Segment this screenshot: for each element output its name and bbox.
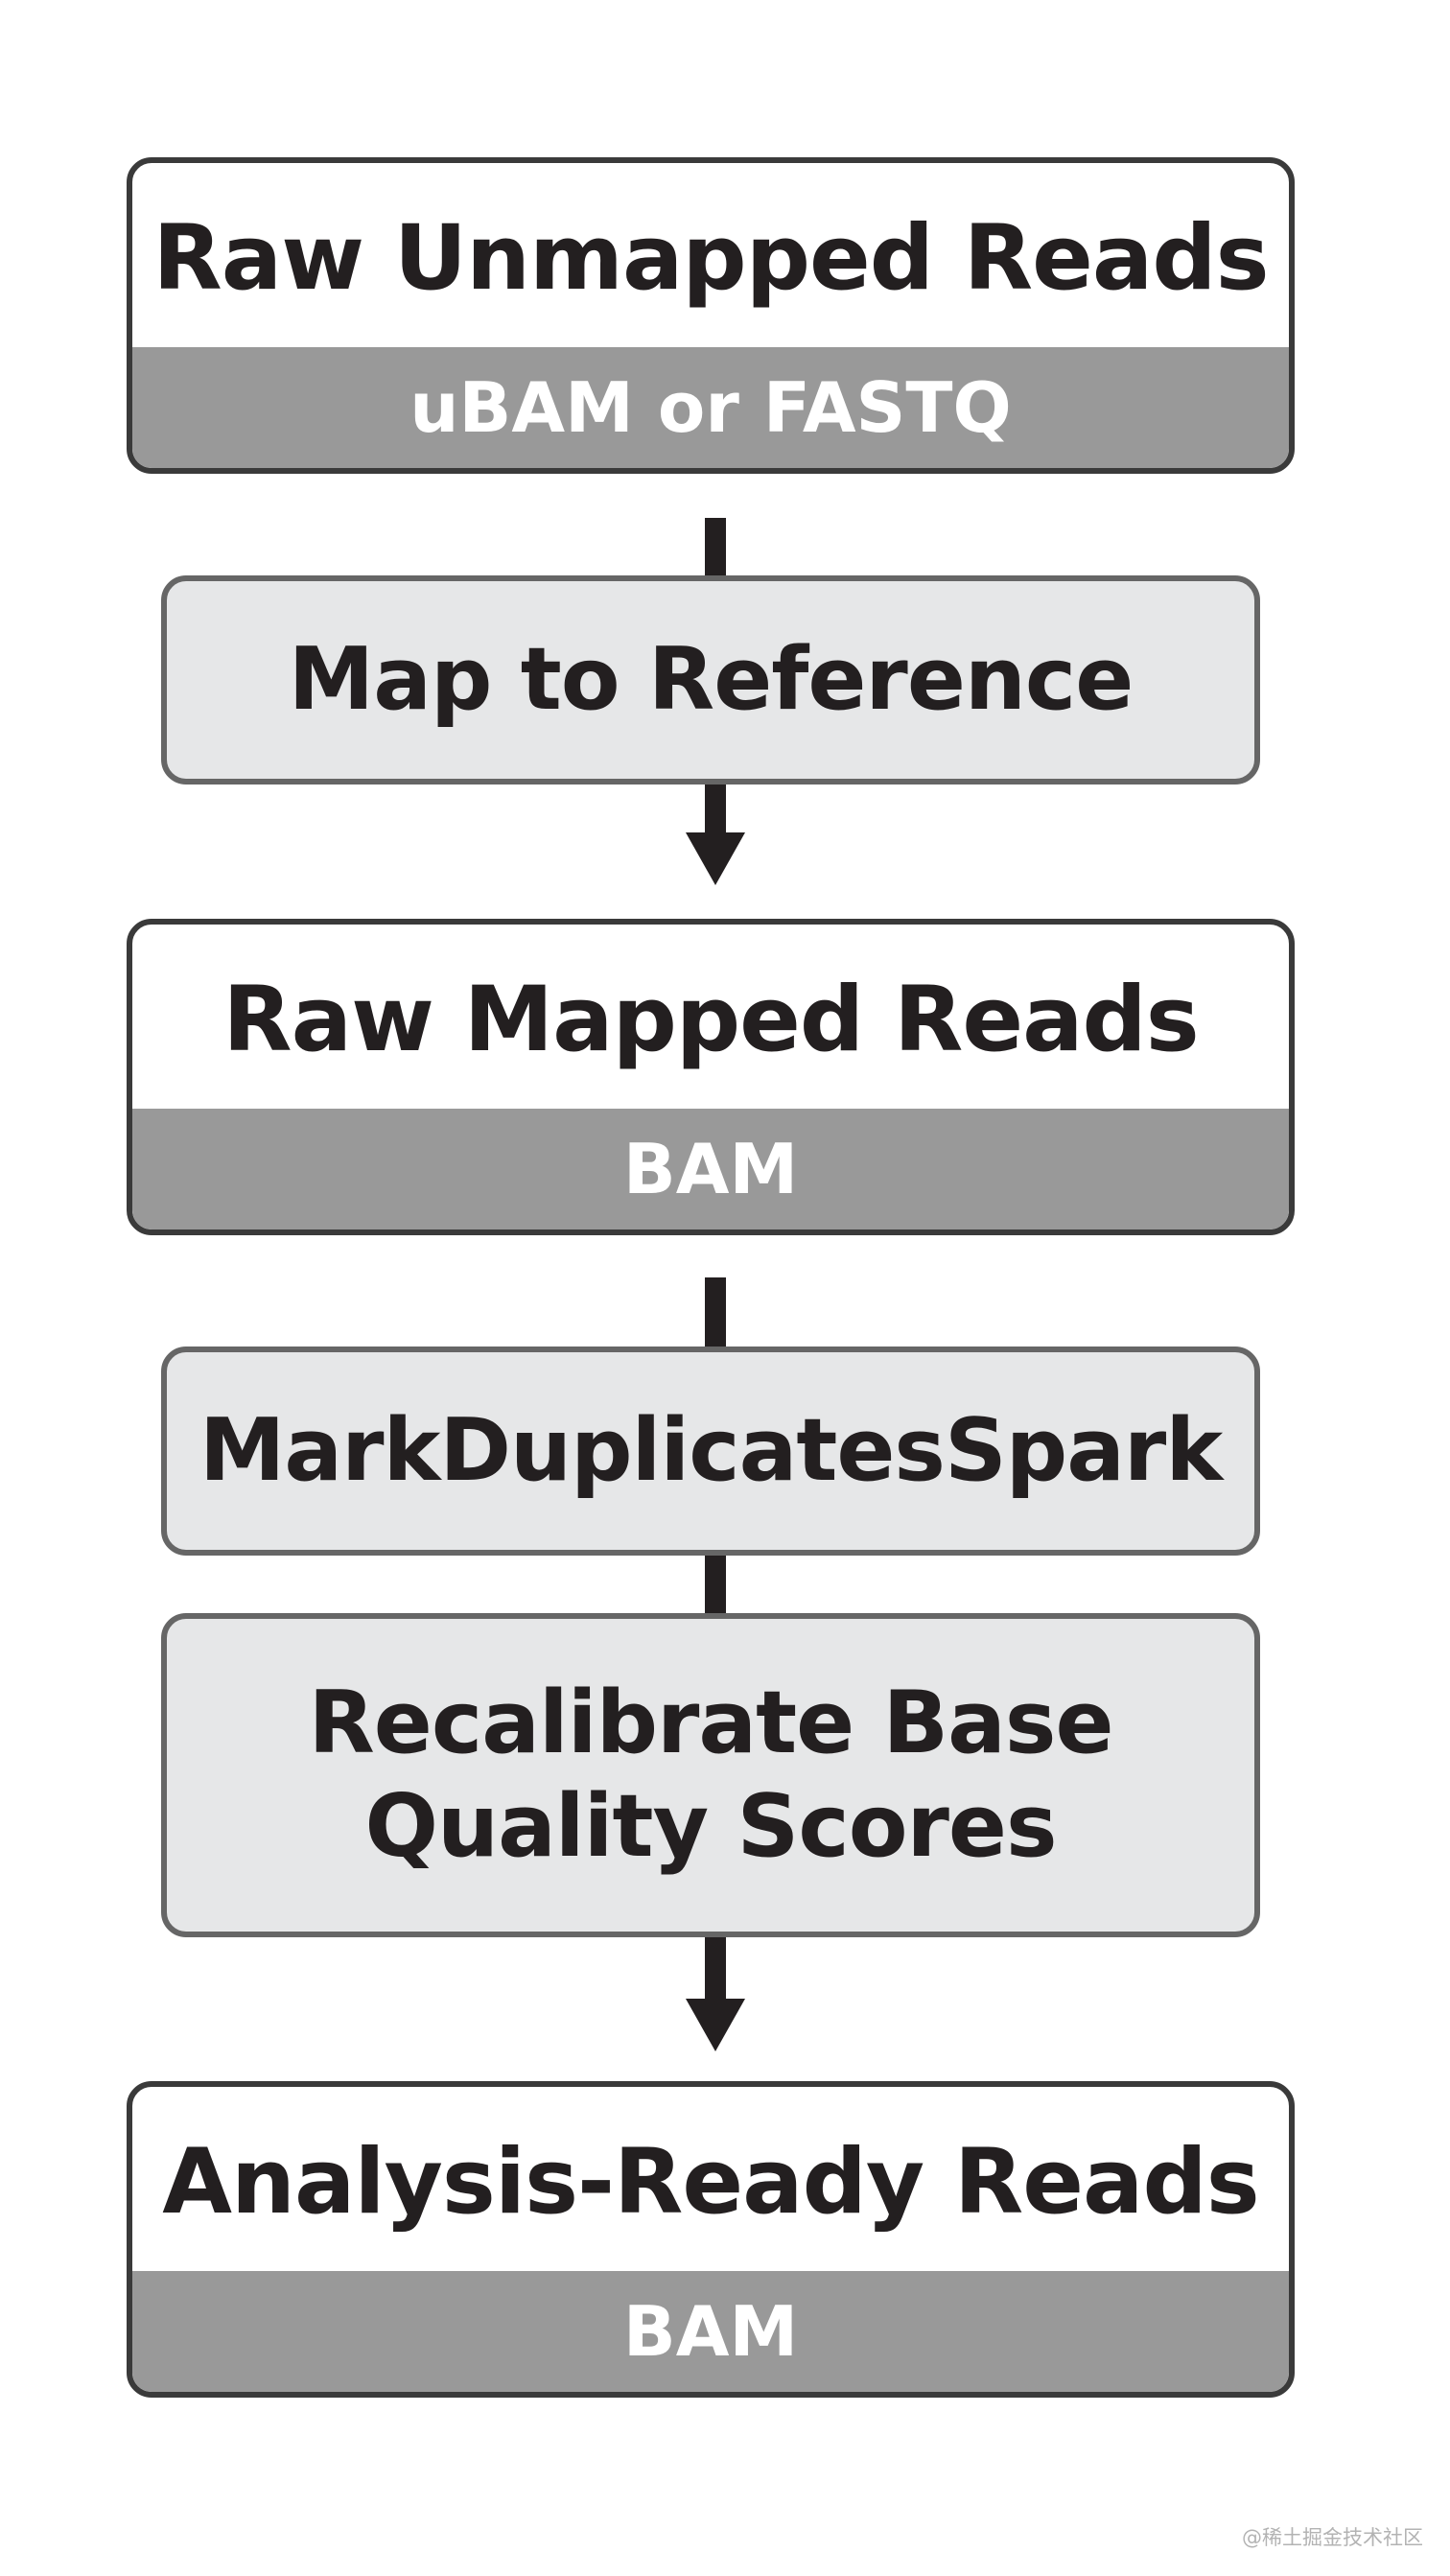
connector-line-2: [705, 785, 726, 834]
connector-line-5: [705, 1937, 726, 2001]
map-to-reference-step: Map to Reference: [161, 575, 1260, 785]
node-format-label: uBAM or FASTQ: [132, 347, 1289, 468]
step-label: MarkDuplicatesSpark: [199, 1400, 1223, 1501]
node-title: Raw Mapped Reads: [222, 967, 1200, 1072]
node-format-label: BAM: [132, 1109, 1289, 1229]
node-format-label: BAM: [132, 2271, 1289, 2392]
step-label-line-2: Quality Scores: [364, 1776, 1057, 1877]
watermark: @稀土掘金技术社区: [1242, 2526, 1423, 2549]
connector-line-3: [705, 1277, 726, 1347]
arrow-down-icon: [686, 832, 745, 885]
connector-line-1: [705, 518, 726, 575]
raw-mapped-reads-node: Raw Mapped Reads BAM: [127, 919, 1295, 1235]
arrow-down-icon: [686, 1999, 745, 2051]
connector-line-4: [705, 1556, 726, 1613]
step-label-line-1: Recalibrate Base: [308, 1673, 1114, 1773]
raw-unmapped-reads-node: Raw Unmapped Reads uBAM or FASTQ: [127, 157, 1295, 474]
step-label: Map to Reference: [288, 629, 1134, 730]
node-title: Analysis-Ready Reads: [162, 2129, 1259, 2235]
mark-duplicates-spark-step: MarkDuplicatesSpark: [161, 1347, 1260, 1556]
analysis-ready-reads-node: Analysis-Ready Reads BAM: [127, 2081, 1295, 2398]
node-title: Raw Unmapped Reads: [152, 205, 1269, 311]
recalibrate-base-quality-scores-step: Recalibrate Base Quality Scores: [161, 1613, 1260, 1937]
